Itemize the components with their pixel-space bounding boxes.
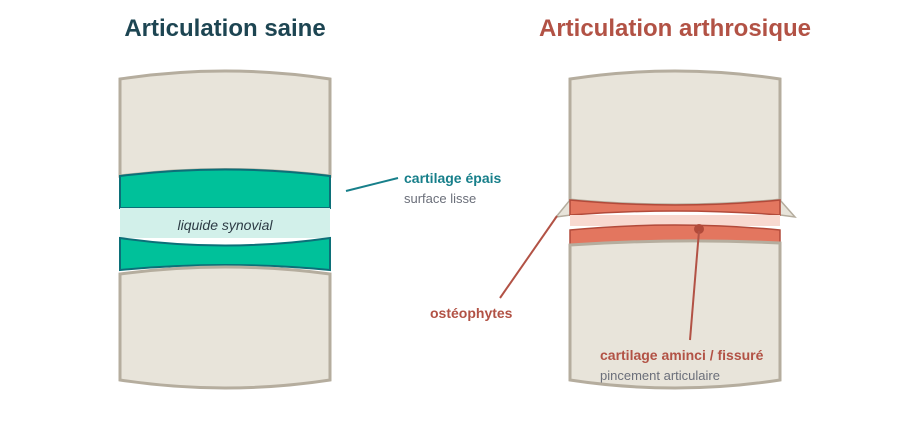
healthy-upper-bone <box>118 69 332 178</box>
osteophytes-label: ostéophytes <box>430 305 513 321</box>
thin-cartilage-sublabel: pincement articulaire <box>600 368 720 383</box>
healthy-cartilage-label: cartilage épais <box>404 170 501 186</box>
right-osteophyte <box>779 198 797 219</box>
healthy-title: Articulation saine <box>124 15 325 42</box>
fissure-marker <box>694 224 704 234</box>
thin-cartilage-leader-line <box>689 230 700 341</box>
healthy-cartilage-leader-line <box>345 177 399 192</box>
healthy-cartilage-sublabel: surface lisse <box>404 191 476 206</box>
healthy-lower-bone <box>118 265 332 390</box>
left-osteophyte <box>554 198 572 218</box>
arthritic-upper-bone <box>568 69 782 207</box>
thin-cartilage-label: cartilage aminci / fissuré <box>600 347 764 363</box>
arthritic-title: Articulation arthrosique <box>539 15 811 42</box>
synovial-fluid-label: liquide synovial <box>178 217 274 233</box>
healthy-upper-cartilage <box>119 168 331 209</box>
synovial-fluid <box>120 208 330 238</box>
healthy-lower-cartilage <box>119 236 331 272</box>
arthritic-lower-bone <box>568 239 782 390</box>
arthritic-joint-gap <box>570 215 780 226</box>
healthy-joint: Articulation saine liquide synovial cart… <box>118 15 501 390</box>
osteophytes-leader-line <box>499 215 558 299</box>
arthritic-joint: Articulation arthrosique ostéophytes car… <box>430 15 811 390</box>
